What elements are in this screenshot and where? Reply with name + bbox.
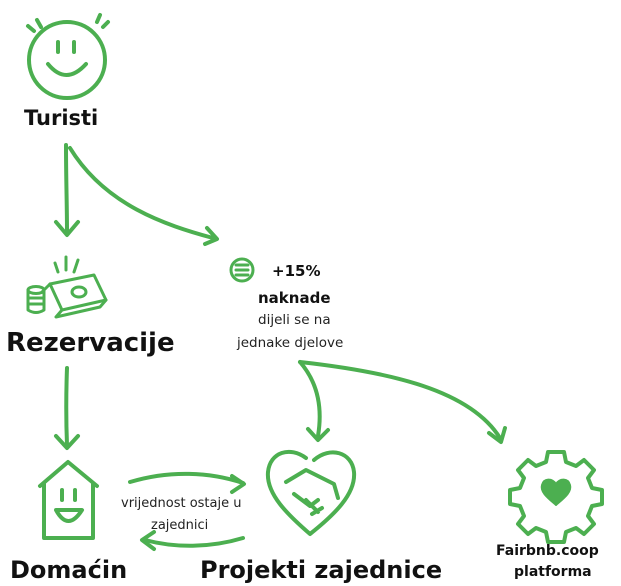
coin-stack-icon [229,257,255,283]
bookings-label: Rezervacije [6,328,175,358]
projects-label: Projekti zajednice [200,556,443,584]
fee-title: naknade [258,289,331,307]
gear-heart-icon [508,450,604,544]
host-label: Domaćin [10,556,128,584]
happy-house-icon [38,460,99,540]
flow-arrows [54,143,507,551]
platform-line-2: platforma [514,564,592,580]
exchange-line-2: zajednici [151,518,209,533]
platform-line-1: Fairbnb.coop [496,543,599,559]
fee-line-1: dijeli se na [258,312,331,328]
money-stack-icon [26,255,108,319]
exchange-line-1: vrijednost ostaje u [121,496,242,511]
fee-amount: +15% [272,262,321,280]
tourists-label: Turisti [24,106,99,130]
handshake-heart-icon [265,449,357,536]
smiley-face-icon [26,13,110,100]
fee-line-2: jednake djelove [237,335,344,351]
